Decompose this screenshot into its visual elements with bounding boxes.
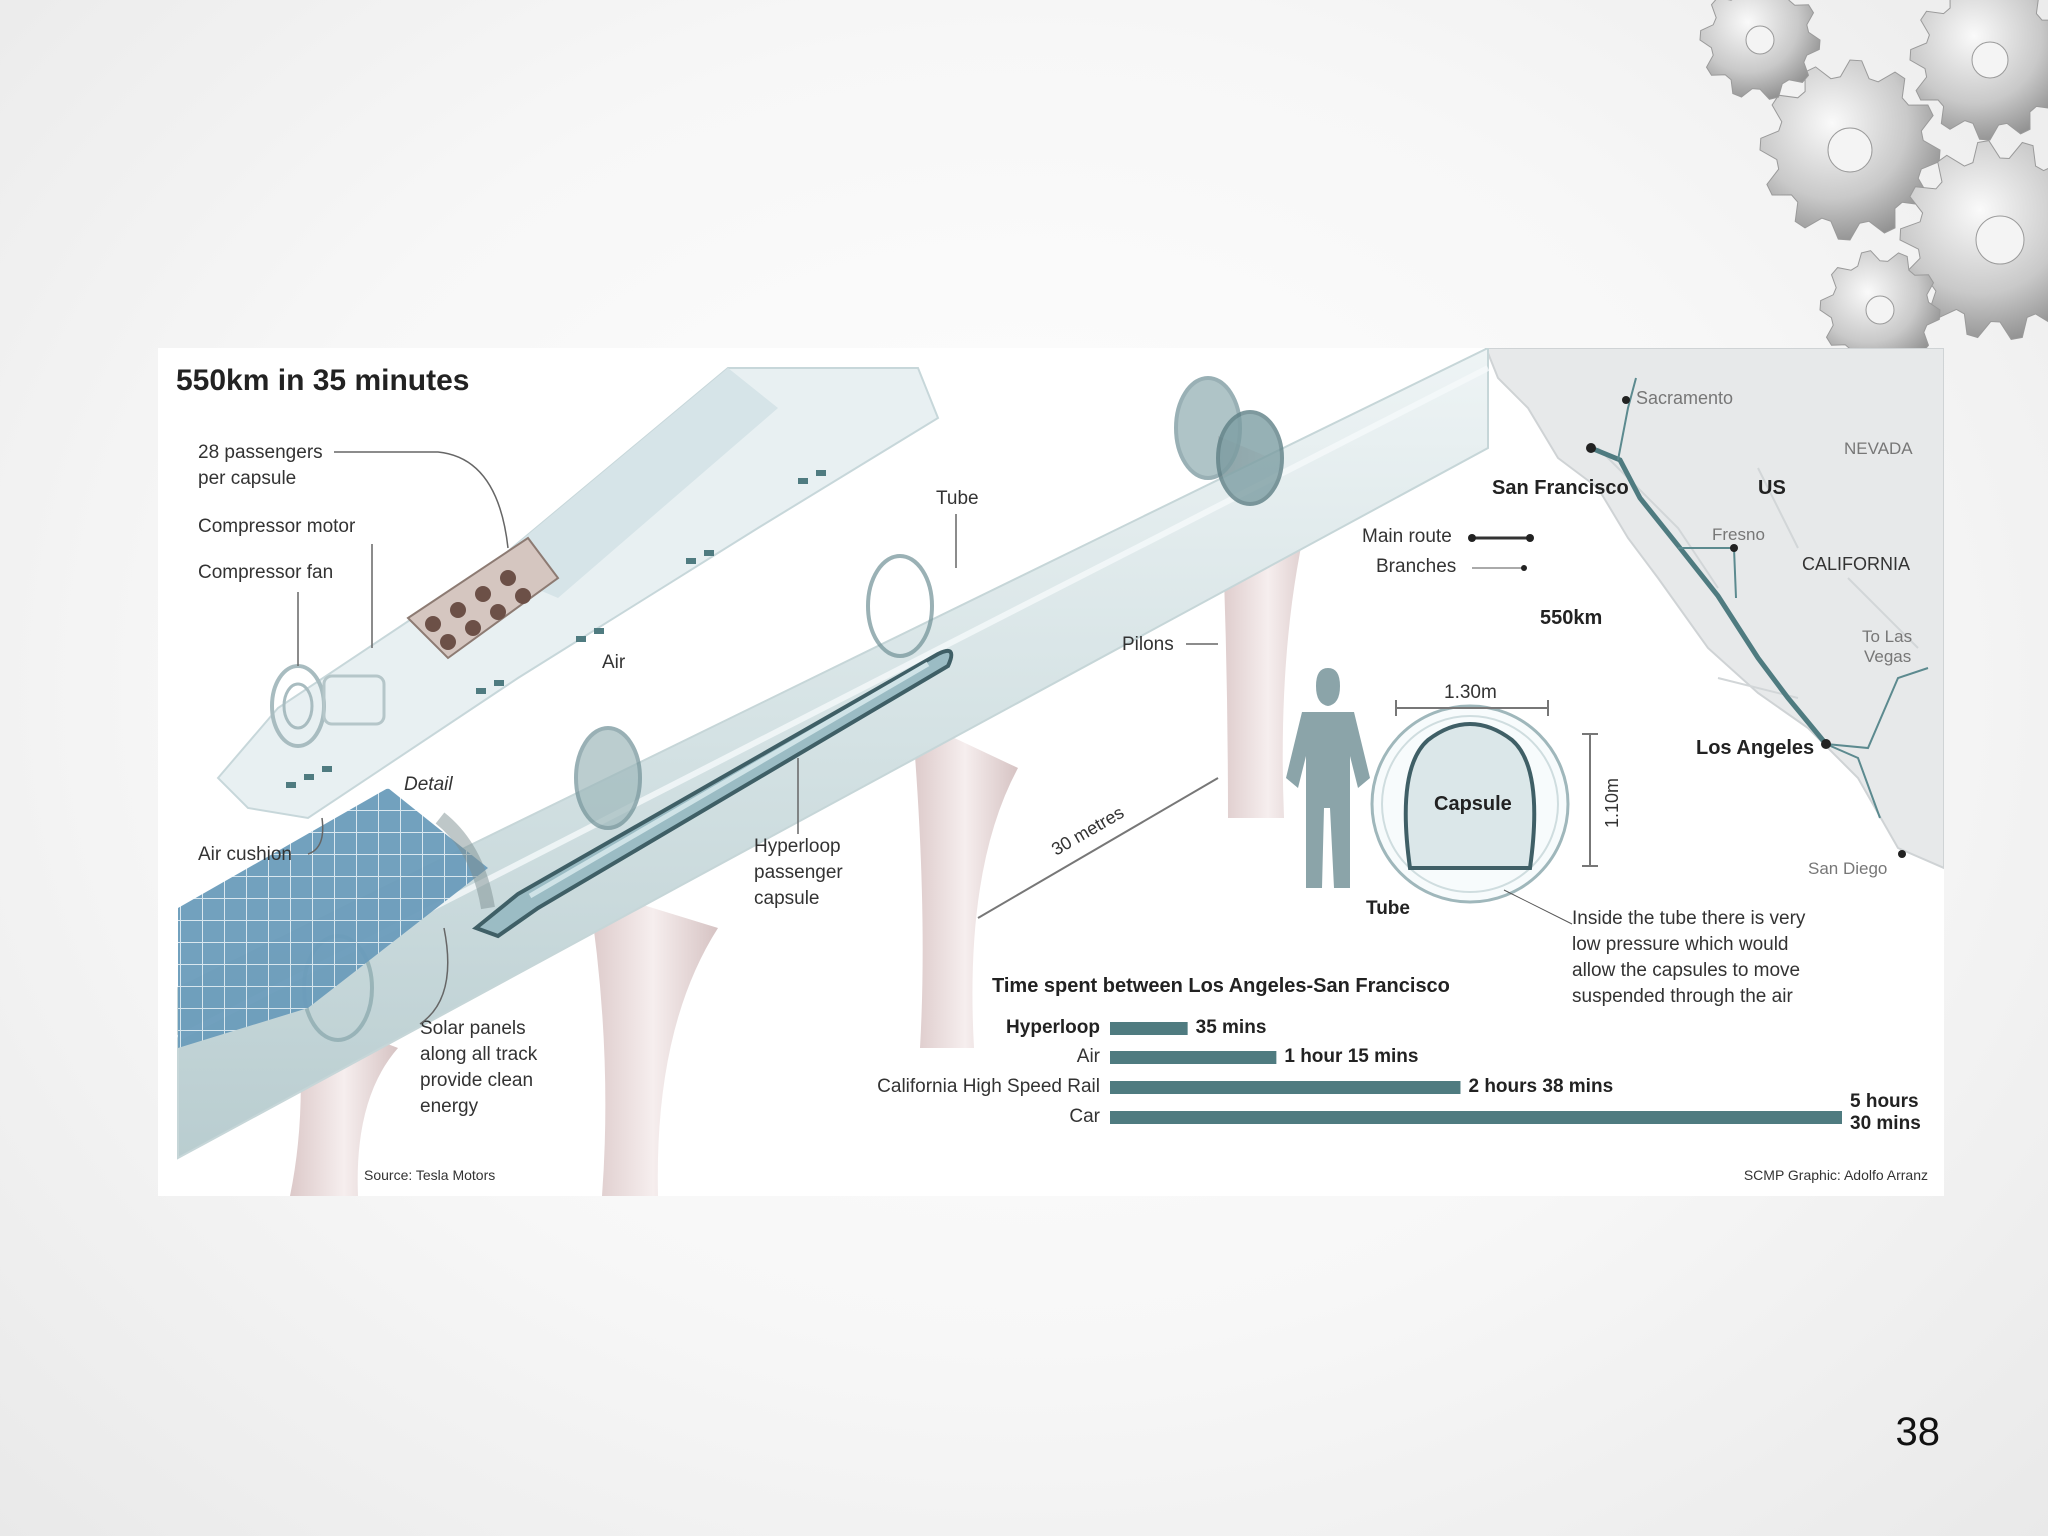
branch-sacramento xyxy=(1617,377,1637,461)
label-air-cushion: Air cushion xyxy=(198,844,292,865)
bar-value-california-high-speed-rail: 2 hours 38 mins xyxy=(1468,1076,1613,1097)
cross-section-note-2: low pressure which would xyxy=(1572,934,1789,955)
pilon-distance-label: 30 metres xyxy=(1048,802,1127,859)
cross-section-note-1: Inside the tube there is very xyxy=(1572,908,1806,929)
hyperloop-capsule xyxy=(471,649,954,939)
branch-san-diego xyxy=(1825,743,1881,819)
region-california: CALIFORNIA xyxy=(1802,554,1910,574)
label-detail: Detail xyxy=(404,774,453,795)
main-route-line xyxy=(1590,445,1828,746)
to-las-vegas-line2: Vegas xyxy=(1864,647,1911,666)
region-us: US xyxy=(1758,477,1786,499)
route-distance: 550km xyxy=(1540,607,1602,629)
gear-icon-hole xyxy=(1975,215,2025,265)
cross-section: 1.30m 1.10m Capsule Tube Inside the tube… xyxy=(1286,668,1806,1007)
source-credit: Source: Tesla Motors xyxy=(364,1167,495,1183)
branch-las-vegas xyxy=(1825,667,1929,750)
bar-value-car-line1: 5 hours xyxy=(1850,1091,1919,1112)
slide-number: 38 xyxy=(1895,1410,1941,1454)
label-passengers-line1: 28 passengers xyxy=(198,442,323,463)
gear-icon-hole xyxy=(1971,41,2009,79)
legend-branches: Branches xyxy=(1376,556,1456,577)
label-pilons: Pilons xyxy=(1122,634,1174,655)
main-tube xyxy=(176,348,1490,1160)
bar-value-air: 1 hour 15 mins xyxy=(1284,1046,1418,1067)
solar-panels xyxy=(178,788,488,1048)
region-nevada: NEVADA xyxy=(1844,439,1913,458)
gears-decoration xyxy=(1699,0,2048,370)
cross-section-height: 1.10m xyxy=(1602,778,1622,828)
hyperloop-infographic: Sacramento San Francisco US NEVADA Fresn… xyxy=(158,348,1944,1196)
chart-title: Time spent between Los Angeles-San Franc… xyxy=(992,975,1450,997)
bar-hyperloop xyxy=(1110,1022,1188,1035)
label-air: Air xyxy=(602,652,626,673)
person-silhouette xyxy=(1286,668,1370,888)
capsule-label: Capsule xyxy=(1434,793,1512,815)
label-solar-line4: energy xyxy=(420,1096,479,1117)
cross-section-note-3: allow the capsules to move xyxy=(1572,960,1800,981)
tube-section-label: Tube xyxy=(1366,898,1410,919)
bar-label-california-high-speed-rail: California High Speed Rail xyxy=(877,1076,1100,1097)
bar-value-hyperloop: 35 mins xyxy=(1196,1017,1267,1038)
label-solar-line2: along all track xyxy=(420,1044,538,1065)
label-passengers-line2: per capsule xyxy=(198,468,296,489)
california-map: Sacramento San Francisco US NEVADA Fresn… xyxy=(1362,348,1944,878)
cross-section-width: 1.30m xyxy=(1444,682,1497,703)
bar-label-air: Air xyxy=(1077,1046,1101,1067)
label-compressor-fan: Compressor fan xyxy=(198,562,333,583)
label-compressor-motor: Compressor motor xyxy=(198,516,356,537)
cross-section-note-4: suspended through the air xyxy=(1572,986,1793,1007)
legend-main-route: Main route xyxy=(1362,526,1452,547)
city-fresno: Fresno xyxy=(1712,525,1765,544)
city-sacramento: Sacramento xyxy=(1636,388,1733,408)
callouts: 550km in 35 minutes 28 passengers per ca… xyxy=(176,364,1928,1183)
pilon-distance: 30 metres xyxy=(977,777,1219,919)
label-solar-line3: provide clean xyxy=(420,1070,533,1091)
bar-california-high-speed-rail xyxy=(1110,1081,1461,1094)
label-capsule-line3: capsule xyxy=(754,888,820,909)
capsule-detail xyxy=(216,367,940,910)
label-tube: Tube xyxy=(936,488,979,509)
gear-icon-hole xyxy=(1865,295,1895,325)
bar-label-hyperloop: Hyperloop xyxy=(1006,1017,1100,1038)
city-los-angeles: Los Angeles xyxy=(1696,737,1814,759)
graphic-credit: SCMP Graphic: Adolfo Arranz xyxy=(1744,1167,1928,1183)
infographic-title: 550km in 35 minutes xyxy=(176,364,469,397)
bar-value-car-line2: 30 mins xyxy=(1850,1113,1921,1134)
label-solar-line1: Solar panels xyxy=(420,1018,526,1039)
bar-label-car: Car xyxy=(1069,1106,1100,1127)
to-las-vegas-line1: To Las xyxy=(1862,627,1912,646)
bar-air xyxy=(1110,1051,1277,1064)
gear-icon-hole xyxy=(1745,25,1775,55)
label-capsule-line2: passenger xyxy=(754,862,843,883)
gear-icon xyxy=(1899,140,2048,340)
gear-icon-hole xyxy=(1827,127,1873,173)
travel-time-bar-chart: Time spent between Los Angeles-San Franc… xyxy=(877,975,1921,1134)
bar-car xyxy=(1110,1111,1842,1124)
label-capsule-line1: Hyperloop xyxy=(754,836,841,857)
city-san-diego: San Diego xyxy=(1808,859,1887,878)
city-san-francisco: San Francisco xyxy=(1492,477,1629,499)
